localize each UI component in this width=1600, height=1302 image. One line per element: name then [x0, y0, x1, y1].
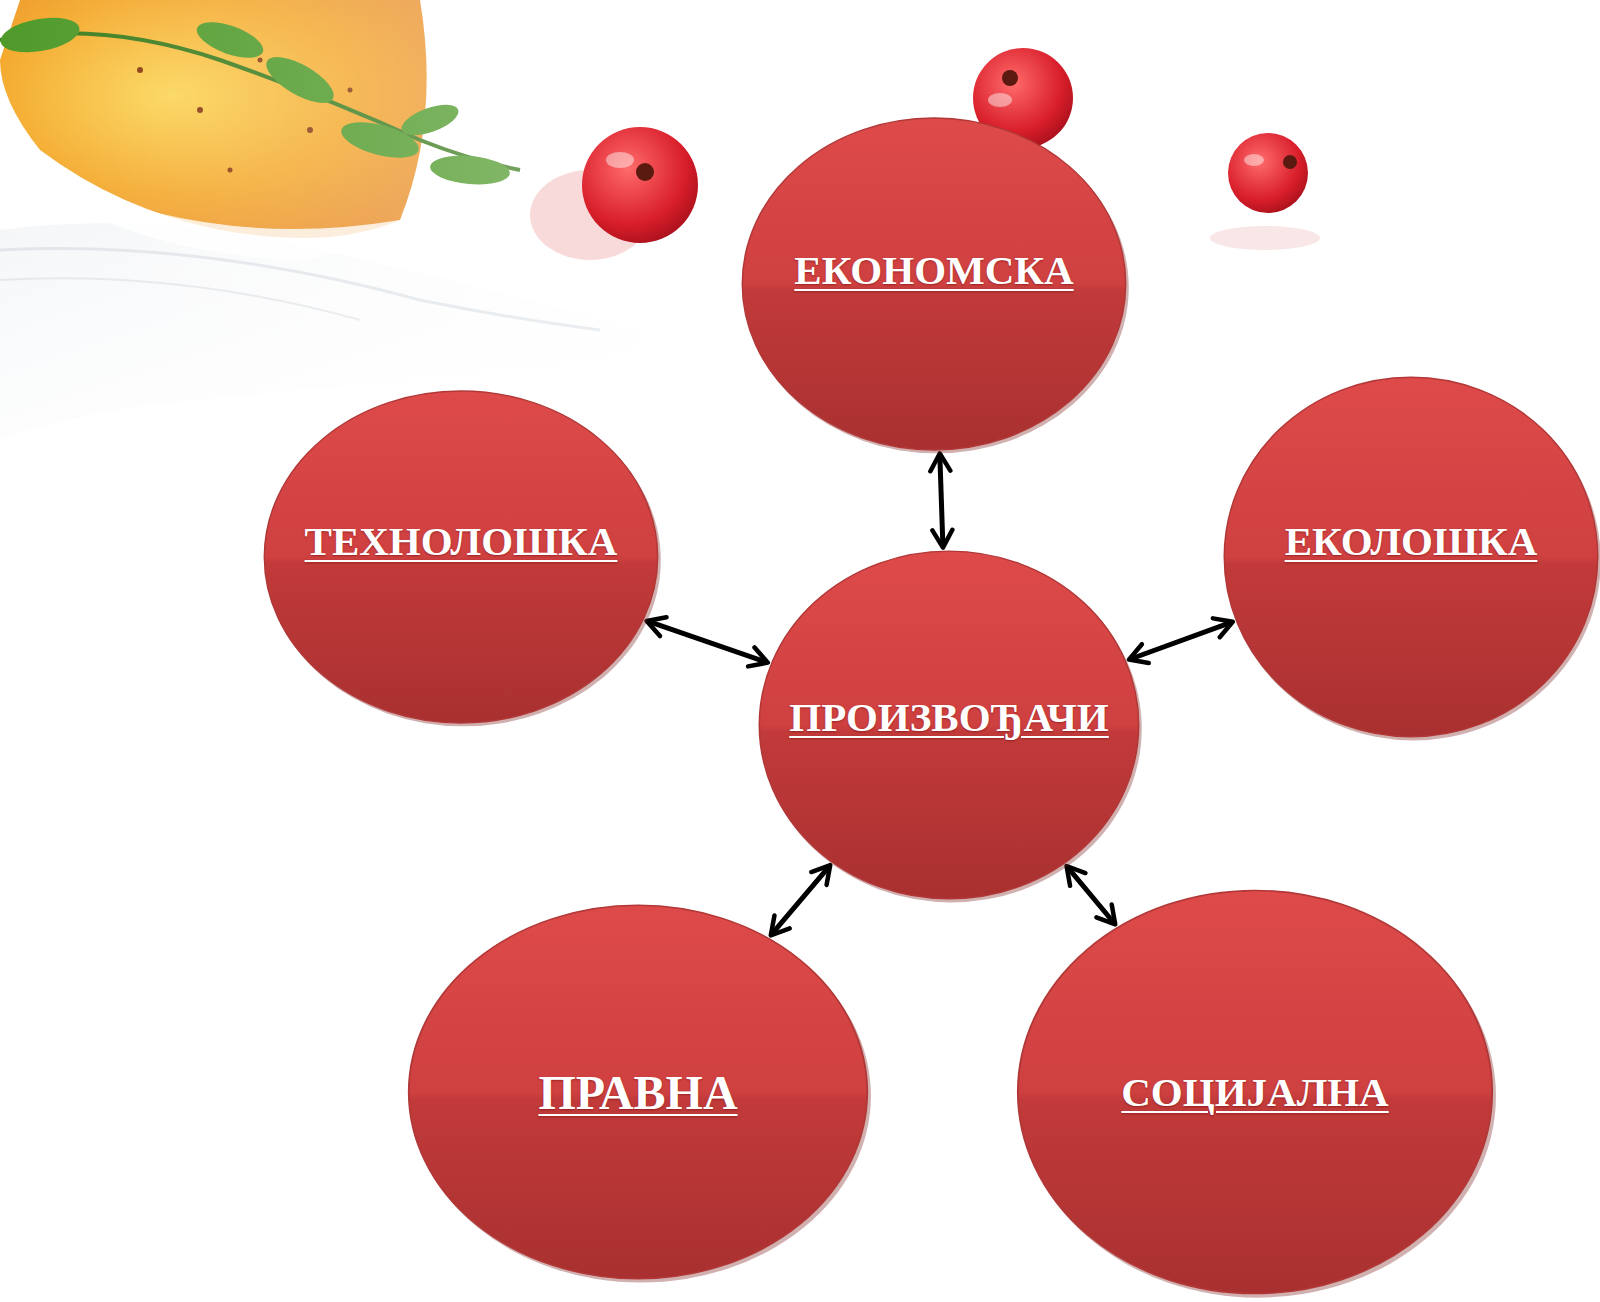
double-arrow: [649, 622, 765, 662]
node-label: СОЦИЈАЛНА: [1121, 1068, 1388, 1116]
node-label: ЕКОЛОШКА: [1285, 517, 1538, 565]
berry: [530, 127, 698, 260]
node-label: ТЕХНОЛОШКА: [305, 517, 618, 565]
double-arrow: [940, 456, 943, 545]
node-label: ПРОИЗВОЂАЧИ: [789, 693, 1109, 741]
ellipse-node: СОЦИЈАЛНА: [1015, 888, 1495, 1296]
ellipse-node: ПРОИЗВОЂАЧИ: [757, 549, 1141, 901]
text-holder: ЕКОНОМСКА: [794, 246, 1073, 294]
text-holder: ПРОИЗВОЂАЧИ: [789, 693, 1109, 741]
double-arrow: [772, 867, 828, 933]
text-holder: ЕКОЛОШКА: [1285, 517, 1538, 565]
node-label: ПРАВНА: [538, 1065, 737, 1120]
ellipse-node: ПРАВНА: [406, 903, 870, 1281]
text-holder: ТЕХНОЛОШКА: [305, 517, 618, 565]
ellipse-node: ТЕХНОЛОШКА: [262, 389, 660, 725]
double-arrow: [1131, 623, 1230, 659]
ellipse-node: ЕКОНОМСКА: [740, 116, 1128, 452]
text-holder: СОЦИЈАЛНА: [1121, 1068, 1388, 1116]
node-label: ЕКОНОМСКА: [794, 246, 1073, 294]
double-arrow: [1068, 868, 1114, 923]
text-holder: ПРАВНА: [538, 1065, 737, 1120]
berry: [1210, 133, 1320, 250]
ellipse-node: ЕКОЛОШКА: [1222, 375, 1600, 739]
